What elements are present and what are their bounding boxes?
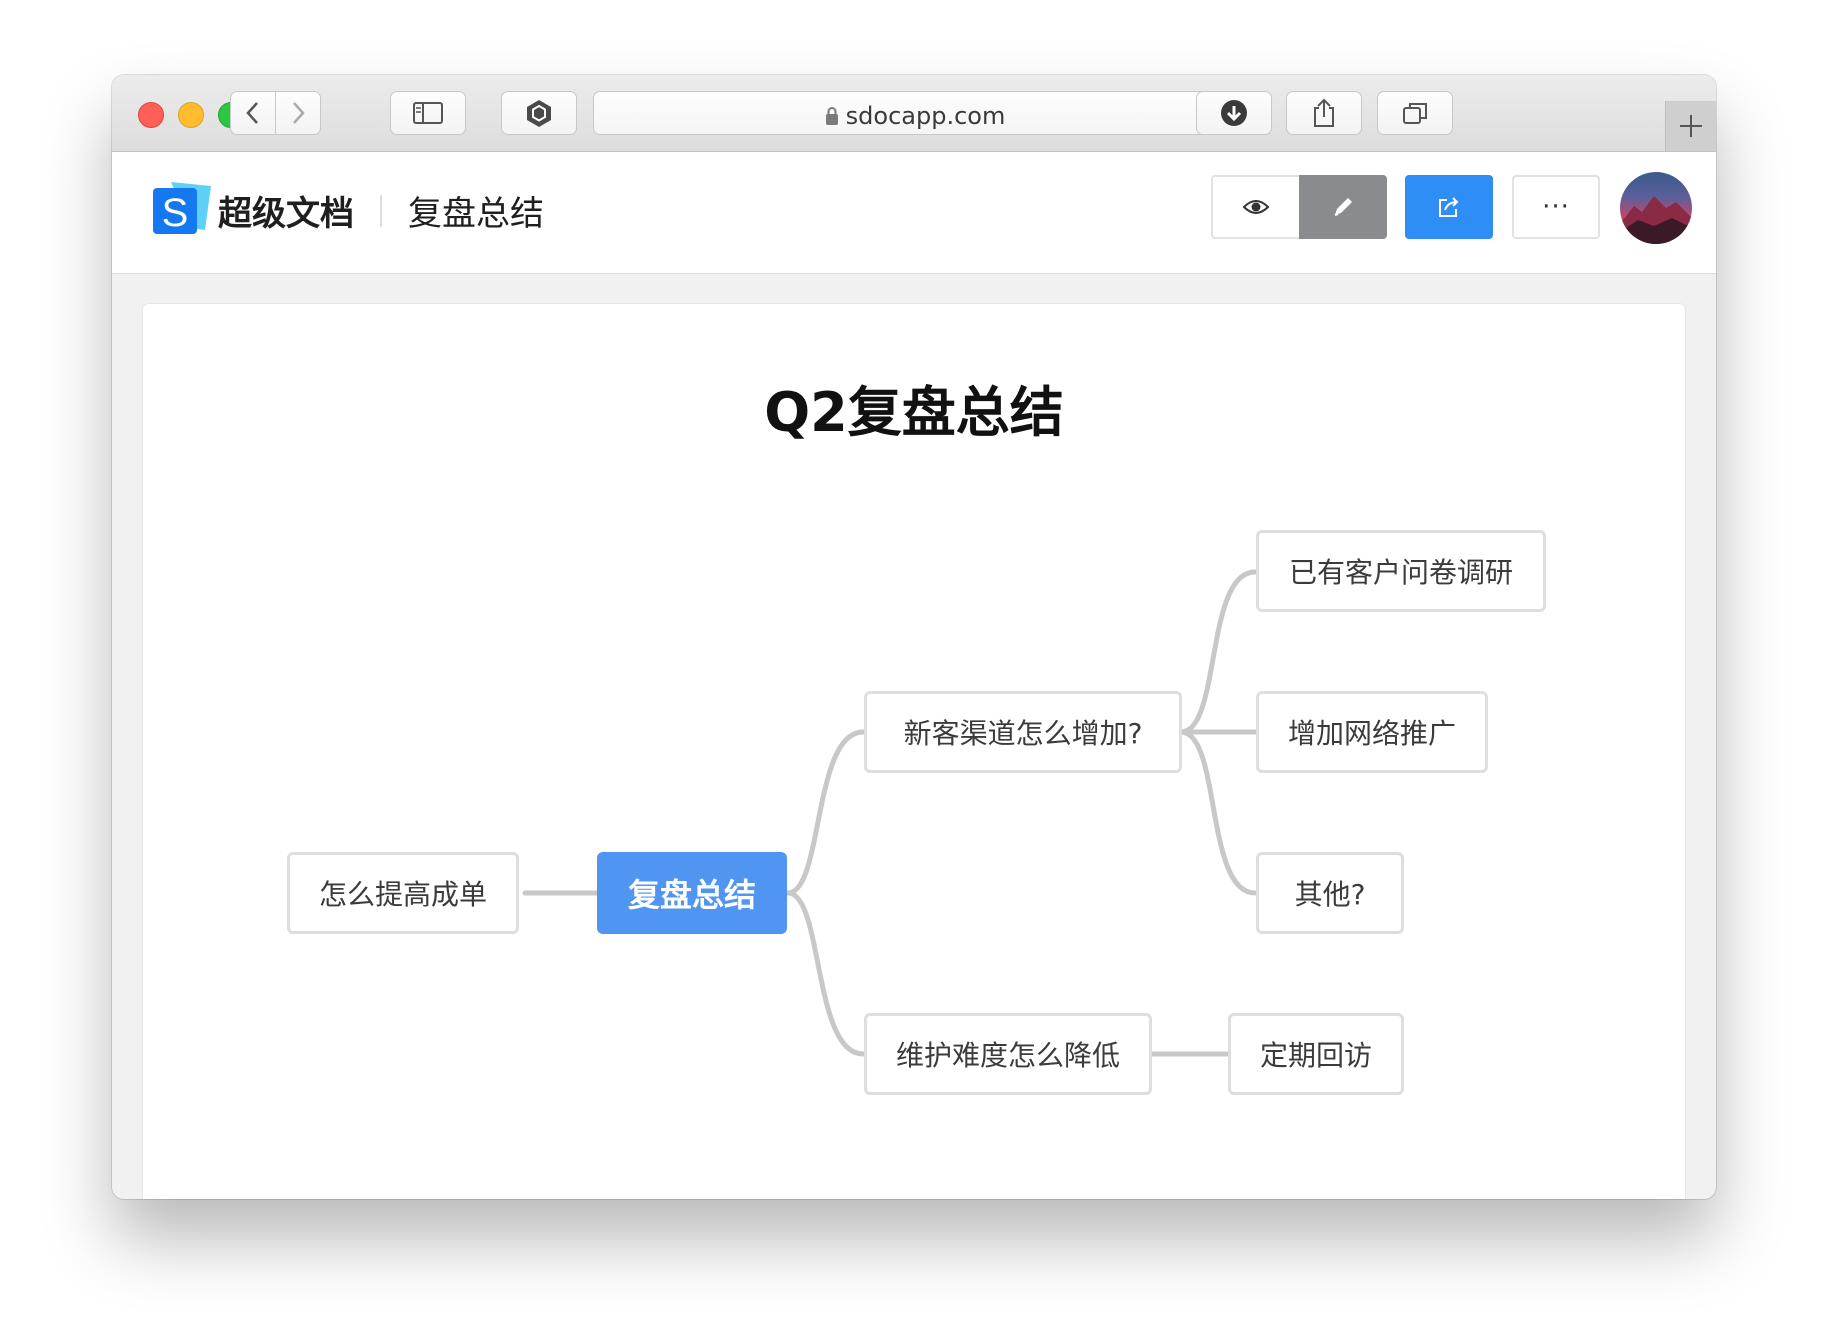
link-branch1-child1 (1178, 569, 1258, 735)
app-logo[interactable]: S (151, 178, 213, 238)
back-chevron-icon (246, 102, 258, 124)
eye-icon (1242, 200, 1270, 214)
share-document-button[interactable] (1405, 175, 1493, 239)
sidebar-icon (413, 102, 443, 124)
lock-icon (825, 107, 838, 125)
share-external-icon (1439, 197, 1459, 217)
more-options-button[interactable]: ··· (1512, 175, 1600, 239)
mindmap-root-node[interactable]: 复盘总结 (597, 852, 787, 934)
link-root-branch2 (785, 890, 866, 1057)
mindmap-node-branch2[interactable]: 维护难度怎么降低 (864, 1013, 1152, 1095)
mindmap-connectors (522, 569, 1258, 1057)
url-text: sdocapp.com (594, 102, 1235, 130)
forward-button[interactable] (275, 91, 321, 135)
forward-chevron-icon (293, 102, 305, 124)
view-mode-button[interactable] (1211, 175, 1299, 239)
plus-icon (1680, 115, 1702, 137)
mindmap-canvas[interactable]: Q2复盘总结 怎么提高成单 复盘总结 新客渠道怎么增加? 维护难度怎么降低 已有… (143, 304, 1685, 1199)
link-root-branch1 (785, 729, 866, 896)
more-dots-icon: ··· (1542, 192, 1570, 222)
document-title[interactable]: 复盘总结 (408, 194, 544, 234)
mindmap-title[interactable]: Q2复盘总结 (764, 381, 1064, 444)
back-button[interactable] (230, 91, 276, 135)
mountain-avatar-image (1620, 196, 1692, 244)
share-button[interactable] (1286, 91, 1362, 135)
browser-toolbar: sdocapp.com (112, 75, 1716, 152)
app-header: S 超级文档 复盘总结 ··· (112, 152, 1716, 274)
new-tab-button[interactable] (1665, 101, 1716, 151)
mindmap-node-branch1-child1[interactable]: 已有客户问卷调研 (1256, 530, 1546, 612)
svg-text:S: S (162, 191, 189, 235)
mindmap-node-branch1-child3[interactable]: 其他? (1256, 852, 1404, 934)
url-value: sdocapp.com (845, 102, 1006, 130)
hexagon-icon (527, 100, 551, 127)
mindmap-node-branch1[interactable]: 新客渠道怎么增加? (864, 691, 1182, 773)
mindmap-node-left[interactable]: 怎么提高成单 (287, 852, 519, 934)
mindmap-node-branch1-child2[interactable]: 增加网络推广 (1256, 691, 1488, 773)
extension-button[interactable] (501, 91, 577, 135)
browser-window: sdocapp.com S 超级文档 复盘总结 (112, 75, 1716, 1199)
share-icon (1314, 98, 1334, 127)
download-icon (1221, 100, 1247, 126)
tabs-overview-button[interactable] (1377, 91, 1453, 135)
mindmap-node-branch2-child1[interactable]: 定期回访 (1228, 1013, 1404, 1095)
downloads-button[interactable] (1196, 91, 1272, 135)
brand-name[interactable]: 超级文档 (218, 194, 354, 234)
link-branch1-child3 (1178, 729, 1258, 896)
tabs-icon (1403, 103, 1427, 124)
minimize-window-button[interactable] (178, 102, 204, 128)
header-divider (380, 195, 382, 227)
sidebar-toggle-button[interactable] (390, 91, 466, 135)
edit-mode-button[interactable] (1299, 175, 1387, 239)
user-avatar[interactable] (1620, 172, 1692, 244)
address-bar[interactable]: sdocapp.com (593, 91, 1236, 135)
pencil-icon (1334, 198, 1352, 216)
close-window-button[interactable] (138, 102, 164, 128)
